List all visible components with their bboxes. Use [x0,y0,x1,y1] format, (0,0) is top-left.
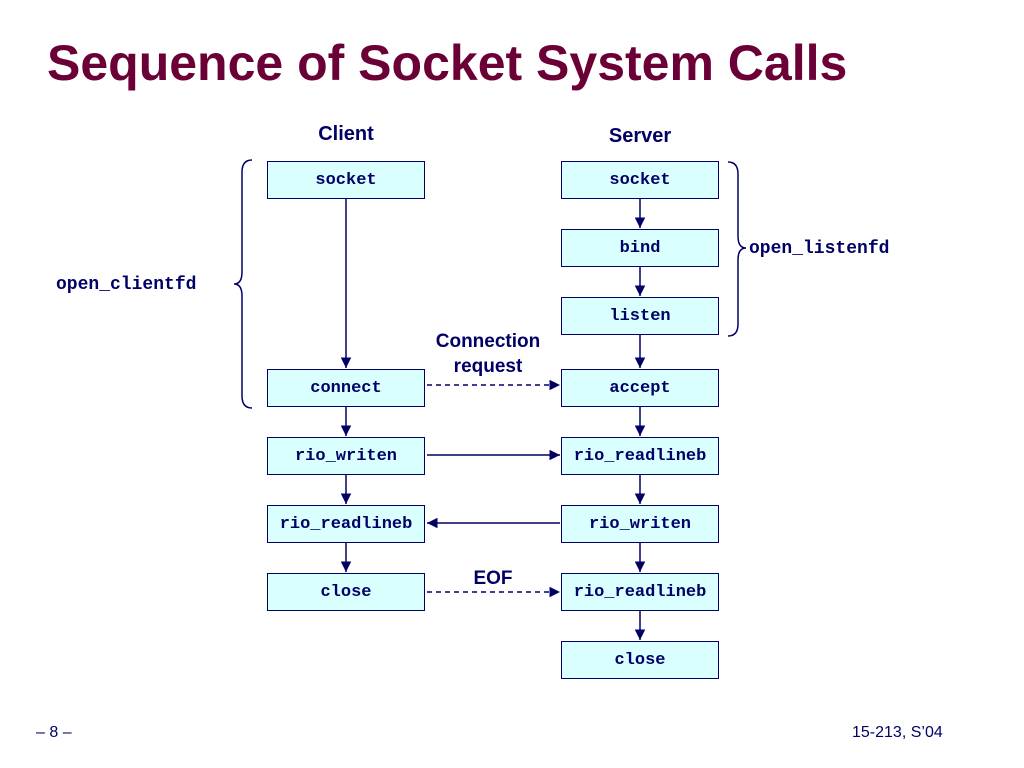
server-bind-box: bind [561,229,719,267]
client-socket-box: socket [267,161,425,199]
client-rio-writen-box: rio_writen [267,437,425,475]
client-connect-box: connect [267,369,425,407]
eof-label: EOF [473,568,513,589]
client-rio-readlineb-box: rio_readlineb [267,505,425,543]
server-socket-box: socket [561,161,719,199]
server-listen-box: listen [561,297,719,335]
server-close-box: close [561,641,719,679]
open-clientfd-label: open_clientfd [56,275,197,295]
server-rio-readlineb-eof-box: rio_readlineb [561,573,719,611]
slide-title: Sequence of Socket System Calls [47,35,848,91]
course-label: 15-213, S’04 [852,724,943,741]
open-listenfd-brace [727,161,747,337]
page-number: – 8 – [36,724,72,741]
server-rio-writen-box: rio_writen [561,505,719,543]
client-column-label: Client [318,123,374,145]
open-clientfd-brace [233,159,253,409]
server-accept-box: accept [561,369,719,407]
client-close-box: close [267,573,425,611]
connection-request-label: Connection request [435,331,541,377]
open-listenfd-label: open_listenfd [749,239,890,259]
server-rio-readlineb-box: rio_readlineb [561,437,719,475]
server-column-label: Server [608,125,672,147]
